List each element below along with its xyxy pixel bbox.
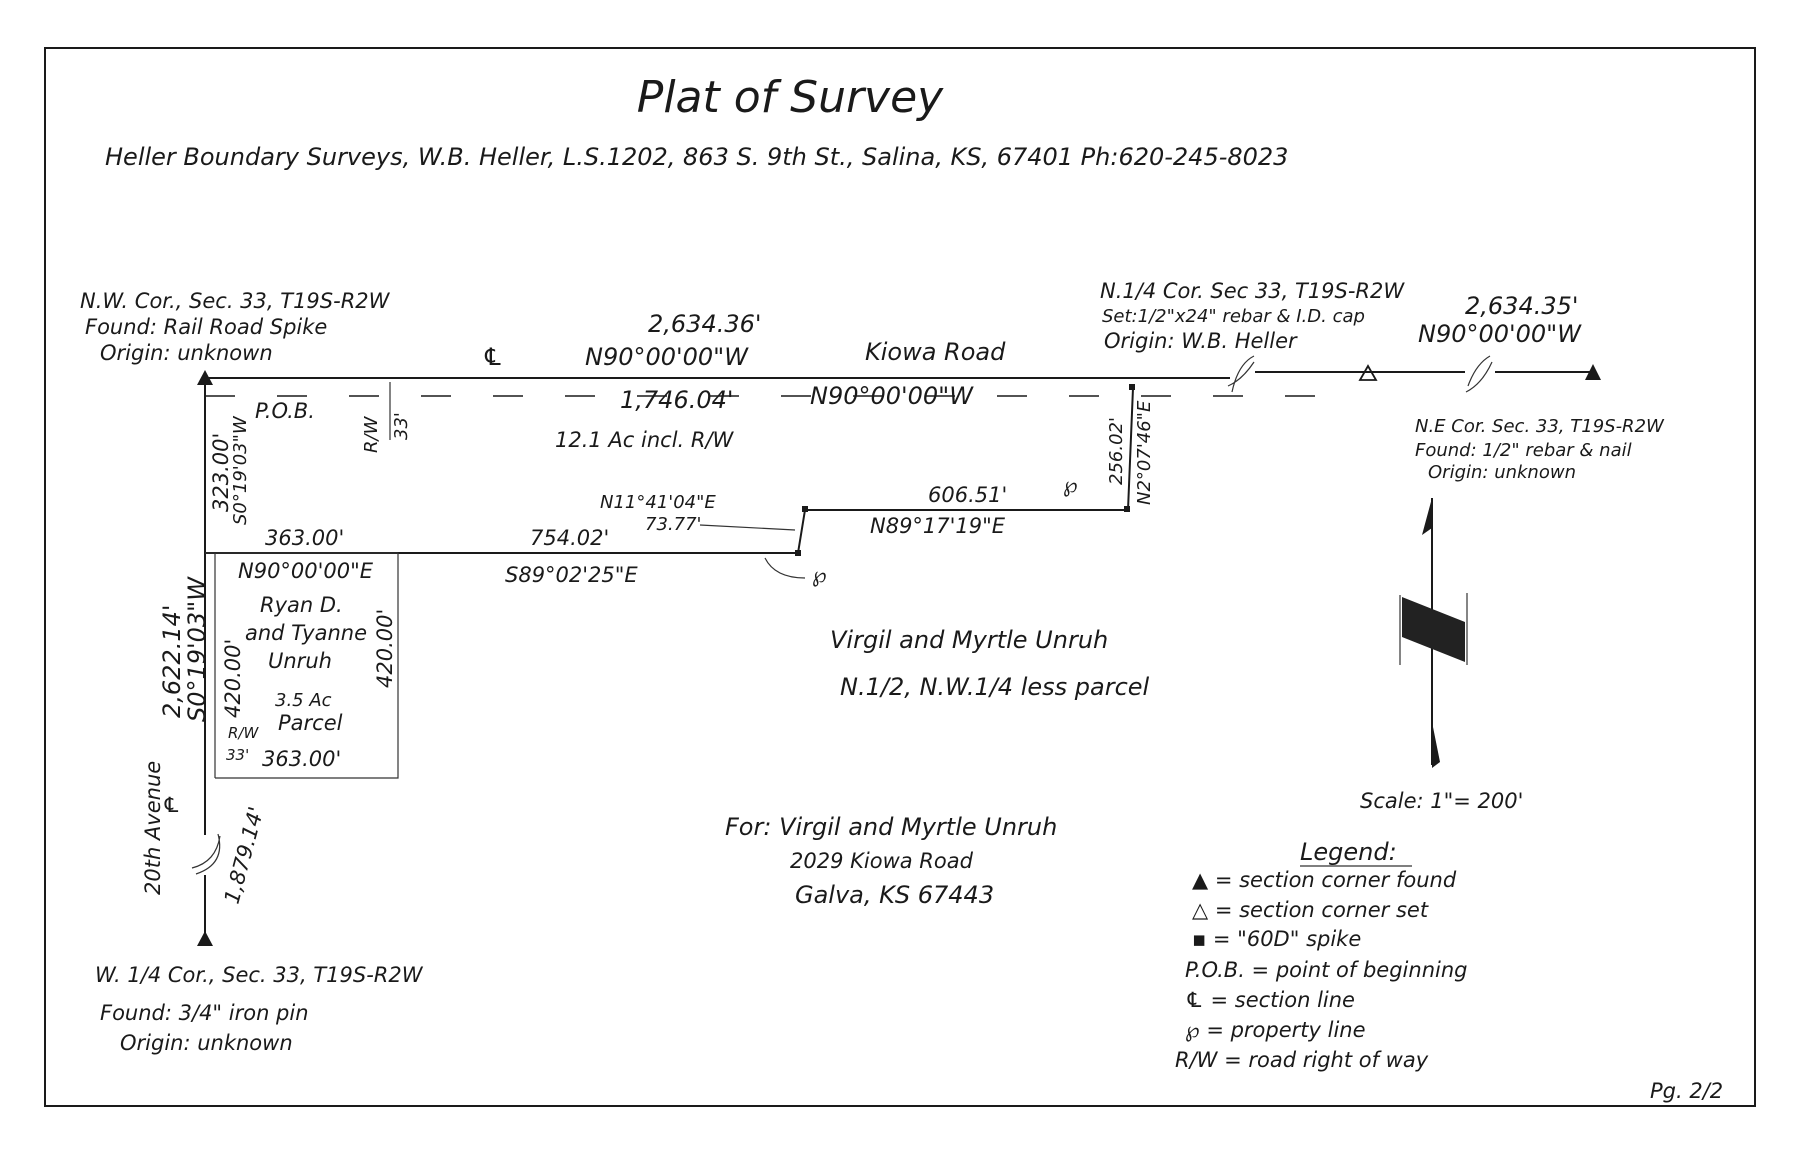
tract-owner: Virgil and Myrtle Unruh: [830, 626, 1108, 654]
road-name: Kiowa Road: [865, 338, 1006, 366]
legend-item-property-line: ℘ = property line: [1185, 1018, 1366, 1042]
spike-marker-2: [1124, 506, 1130, 512]
page-border: [44, 47, 1756, 1107]
nw-corner-line2: Found: Rail Road Spike: [85, 315, 327, 339]
n-quarter-marker: [1358, 364, 1378, 381]
break-symbol-2: [1465, 355, 1493, 393]
jog-leader: [699, 524, 796, 531]
west-line-distance: 2,622.14': [158, 605, 186, 718]
n-quarter-line1: N.1/4 Cor. Sec 33, T19S-R2W: [1100, 279, 1405, 303]
legend-item-set: △ = section corner set: [1192, 898, 1429, 922]
break-symbol-3: [191, 833, 221, 875]
rw-top-label: R/W: [361, 415, 382, 453]
spike-marker-3: [802, 506, 808, 512]
nw-corner-line1: N.W. Cor., Sec. 33, T19S-R2W: [80, 289, 391, 313]
west-seg-bearing: S0°19'03"W: [230, 415, 251, 525]
west-seg-distance: 323.00': [209, 433, 233, 512]
parcel-west-distance: 420.00': [221, 639, 245, 718]
interior-north-bearing: N90°00'00"W: [810, 382, 974, 410]
spike-marker-4: [795, 550, 801, 556]
page-number: Pg. 2/2: [1650, 1079, 1723, 1103]
mid-seg-distance: 606.51': [928, 483, 1007, 507]
west-cl-symbol: ℄: [162, 793, 181, 817]
west-line-bearing: S0°19'03"W: [183, 576, 211, 722]
ne-corner-line3: Origin: unknown: [1428, 462, 1576, 483]
nw-corner-marker: [197, 370, 213, 385]
top-cl-symbol: ℄: [482, 343, 504, 371]
parcel-owner-1: Ryan D.: [260, 593, 343, 617]
legend-item-found: ▲ = section corner found: [1192, 868, 1457, 892]
client-line1: For: Virgil and Myrtle Unruh: [725, 813, 1057, 841]
nw-corner-line3: Origin: unknown: [100, 341, 273, 365]
top-east-distance: 2,634.35': [1465, 292, 1578, 320]
pob-label: P.O.B.: [255, 399, 315, 423]
north-arrow-head: [1422, 498, 1432, 535]
n-quarter-line3: Origin: W.B. Heller: [1104, 329, 1298, 353]
parcel-boundary: [205, 552, 399, 779]
parcel-east-distance: 420.00': [373, 609, 397, 688]
w-quarter-line2: Found: 3/4" iron pin: [100, 1001, 309, 1025]
east-pl-symbol: ℘: [1063, 473, 1078, 497]
south-seg-distance: 754.02': [530, 526, 609, 550]
legend-item-section-line: ℄ = section line: [1185, 988, 1355, 1012]
legend-item-spike: ▪ = "60D" spike: [1192, 927, 1361, 951]
top-east-bearing: N90°00'00"W: [1418, 320, 1582, 348]
acreage-label: 12.1 Ac incl. R/W: [555, 428, 735, 452]
break-symbol-1: [1227, 355, 1255, 393]
n-quarter-line2: Set:1/2"x24" rebar & I.D. cap: [1102, 306, 1365, 327]
jog-bearing: N11°41'04"E: [600, 492, 716, 513]
west-lower-distance: 1,879.14': [220, 804, 269, 906]
legend-item-rw: R/W = road right of way: [1175, 1048, 1429, 1072]
mid-seg-bearing: N89°17'19"E: [870, 514, 1006, 538]
w-quarter-line3: Origin: unknown: [120, 1031, 293, 1055]
plat-title: Plat of Survey: [637, 72, 944, 123]
parcel-top-distance: 363.00': [265, 526, 344, 550]
parcel-acreage: 3.5 Ac: [275, 690, 332, 711]
north-arrow-tail: [1432, 722, 1440, 768]
top-west-bearing: N90°00'00"W: [585, 343, 749, 371]
jog-distance: 73.77': [645, 514, 701, 535]
w-quarter-line1: W. 1/4 Cor., Sec. 33, T19S-R2W: [95, 963, 424, 987]
east-seg-distance: 256.02': [1106, 417, 1127, 485]
surveyor-line: Heller Boundary Surveys, W.B. Heller, L.…: [105, 143, 1288, 171]
client-line2: 2029 Kiowa Road: [790, 849, 974, 873]
client-line3: Galva, KS 67443: [795, 881, 994, 909]
north-arrow-icon: [1399, 593, 1468, 665]
rw-side-value: 33': [226, 746, 249, 764]
top-west-distance: 2,634.36': [648, 310, 761, 338]
avenue-name: 20th Avenue: [141, 761, 165, 895]
parcel-owner-3: Unruh: [268, 649, 332, 673]
legend-item-pob: P.O.B. = point of beginning: [1185, 958, 1468, 982]
ne-corner-line2: Found: 1/2" rebar & nail: [1415, 440, 1632, 461]
scale-label: Scale: 1"= 200': [1360, 789, 1523, 813]
spike-marker-1: [1129, 384, 1135, 390]
parcel-top-bearing: N90°00'00"E: [238, 559, 374, 583]
parcel-bottom-distance: 363.00': [262, 747, 341, 771]
tract-description: N.1/2, N.W.1/4 less parcel: [840, 673, 1150, 701]
ne-corner-line1: N.E Cor. Sec. 33, T19S-R2W: [1415, 416, 1665, 437]
ne-corner-marker: [1585, 364, 1601, 380]
legend-title: Legend:: [1300, 838, 1397, 866]
south-pl-leader: [764, 557, 806, 579]
interior-north-distance: 1,746.04': [620, 386, 733, 414]
south-pl-symbol: ℘: [812, 563, 827, 587]
parcel-owner-2: and Tyanne: [245, 621, 367, 645]
rw-top-value: 33': [391, 412, 412, 440]
south-seg-bearing: S89°02'25"E: [505, 563, 638, 587]
rw-side-label: R/W: [228, 724, 259, 742]
parcel-word: Parcel: [278, 711, 343, 735]
east-seg-bearing: N2°07'46"E: [1134, 400, 1155, 505]
